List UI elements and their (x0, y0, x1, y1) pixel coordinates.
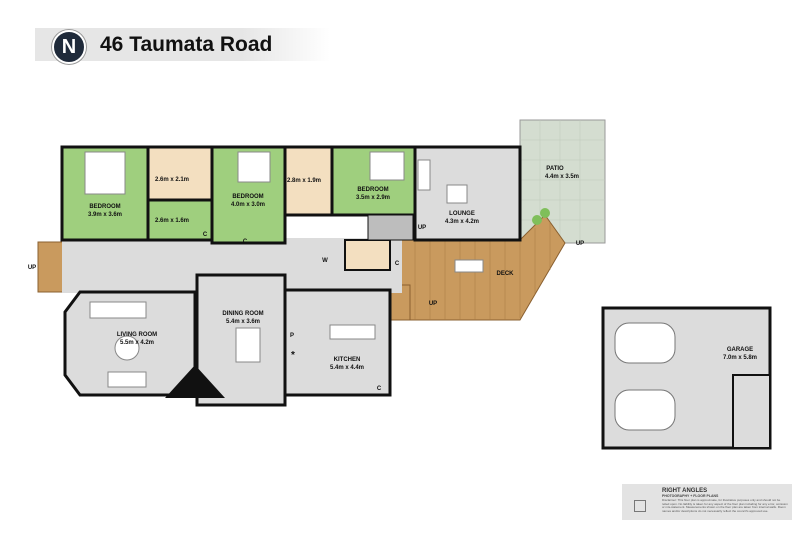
deck-table-icon (454, 259, 484, 273)
company-logo: RIGHT ANGLES PHOTOGRAPHY + FLOOR PLANS D… (622, 484, 792, 520)
lounge-name: LOUNGE (449, 211, 475, 217)
cupboard-marker: C (395, 261, 400, 267)
cupboard-marker: C (203, 232, 208, 238)
toilet (344, 239, 391, 271)
garage-storage (732, 374, 771, 449)
sofa-icon (417, 159, 431, 191)
bedroom-2-name: BEDROOM (232, 194, 263, 200)
up-marker: UP (576, 241, 584, 247)
bathroom (283, 145, 334, 217)
bedroom-2-size: 4.0m x 3.0m (231, 202, 265, 208)
coffee-table-icon (114, 335, 140, 361)
patio-name: PATIO (546, 166, 564, 172)
living-room-name: LIVING ROOM (117, 332, 157, 338)
bathroom-size: 2.8m x 1.9m (287, 178, 321, 184)
patio-size: 4.4m x 3.5m (545, 174, 579, 180)
plant-icon (540, 208, 550, 218)
coffee-table-icon (446, 184, 468, 204)
wardrobe-size: 2.6m x 1.6m (155, 218, 189, 224)
cupboard-marker: C (243, 239, 248, 245)
deck-name: DECK (496, 271, 514, 277)
company-tagline: PHOTOGRAPHY + FLOOR PLANS (662, 494, 719, 498)
kitchen-size: 5.4m x 4.4m (330, 365, 364, 371)
up-marker: UP (429, 301, 437, 307)
garage-name: GARAGE (727, 347, 753, 353)
sofa-icon (89, 301, 147, 319)
kitchen-island-icon (329, 324, 376, 340)
bedroom-3-name: BEDROOM (357, 187, 388, 193)
cupboard-marker: C (377, 386, 382, 392)
camera-icon (634, 500, 646, 512)
dining-room-name: DINING ROOM (222, 311, 263, 317)
walk-in-wardrobe (146, 198, 214, 242)
star-marker: * (291, 350, 295, 361)
dining-room-size: 5.4m x 3.6m (226, 319, 260, 325)
dining-table-icon (235, 327, 261, 363)
disclaimer: Disclaimer: This floor plan is approxima… (662, 498, 788, 513)
sofa-icon (107, 371, 147, 388)
car-icon (614, 389, 676, 431)
up-marker: UP (418, 225, 426, 231)
north-arrow-icon: N (52, 30, 86, 64)
patio-area (519, 119, 606, 244)
bed-icon (237, 151, 271, 183)
car-icon (614, 322, 676, 364)
ensuite (146, 145, 216, 202)
kitchen-name: KITCHEN (334, 357, 361, 363)
fireplace (165, 365, 225, 398)
up-marker: UP (28, 265, 36, 271)
plant-icon (532, 215, 542, 225)
page-title: 46 Taumata Road (100, 33, 273, 56)
garage-size: 7.0m x 5.8m (723, 355, 757, 361)
bed-icon (369, 151, 405, 181)
bedroom-3-size: 3.5m x 2.9m (356, 195, 390, 201)
pantry-marker: P (290, 333, 294, 339)
bed-icon (84, 151, 126, 195)
lounge-size: 4.3m x 4.2m (445, 219, 479, 225)
stairs (367, 214, 414, 241)
washer-marker: W (322, 258, 328, 264)
ensuite-size: 2.6m x 2.1m (155, 177, 189, 183)
company-name: RIGHT ANGLES (662, 488, 708, 494)
kitchen (283, 288, 392, 397)
bedroom-1-size: 3.9m x 3.6m (88, 212, 122, 218)
living-room-size: 5.5m x 4.2m (120, 340, 154, 346)
bedroom-1-name: BEDROOM (89, 204, 120, 210)
